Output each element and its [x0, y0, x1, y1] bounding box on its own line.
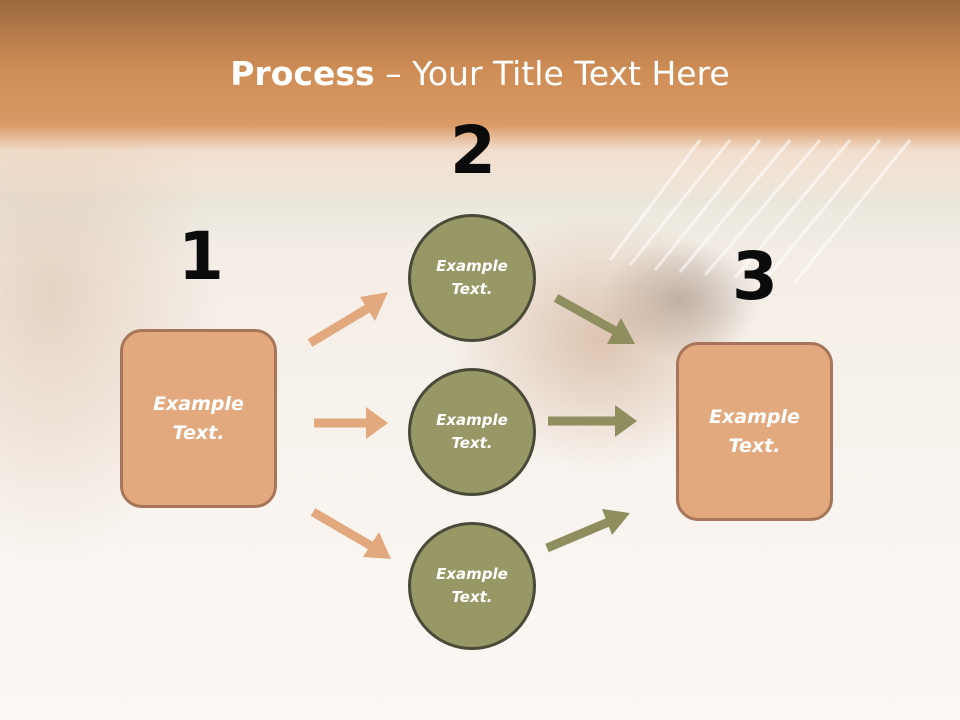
arrow-to-circle-middle	[314, 407, 388, 439]
step-2-circle-top[interactable]: Example Text.	[408, 214, 536, 342]
arrow-to-circle-top	[307, 292, 388, 347]
arrow-from-circle-bottom	[545, 509, 630, 553]
step-3-label: Example Text.	[709, 405, 800, 457]
step-2-label-top: Example Text.	[436, 257, 508, 298]
step-number-1: 1	[178, 218, 224, 295]
arrow-to-circle-bottom	[310, 508, 391, 559]
step-1-label: Example Text.	[153, 392, 244, 444]
arrow-from-circle-top	[553, 294, 635, 344]
step-2-label-middle: Example Text.	[436, 411, 508, 452]
slide-title: Process – Your Title Text Here	[0, 52, 960, 96]
step-number-2: 2	[450, 112, 496, 189]
step-2-circle-middle[interactable]: Example Text.	[408, 368, 536, 496]
step-2-circle-bottom[interactable]: Example Text.	[408, 522, 536, 650]
arrow-from-circle-middle	[548, 405, 637, 437]
step-3-box[interactable]: Example Text.	[676, 342, 833, 521]
step-number-3: 3	[732, 238, 778, 315]
title-rest: – Your Title Text Here	[374, 54, 730, 93]
title-bold: Process	[230, 54, 375, 93]
step-2-label-bottom: Example Text.	[436, 565, 508, 606]
step-1-box[interactable]: Example Text.	[120, 329, 277, 508]
